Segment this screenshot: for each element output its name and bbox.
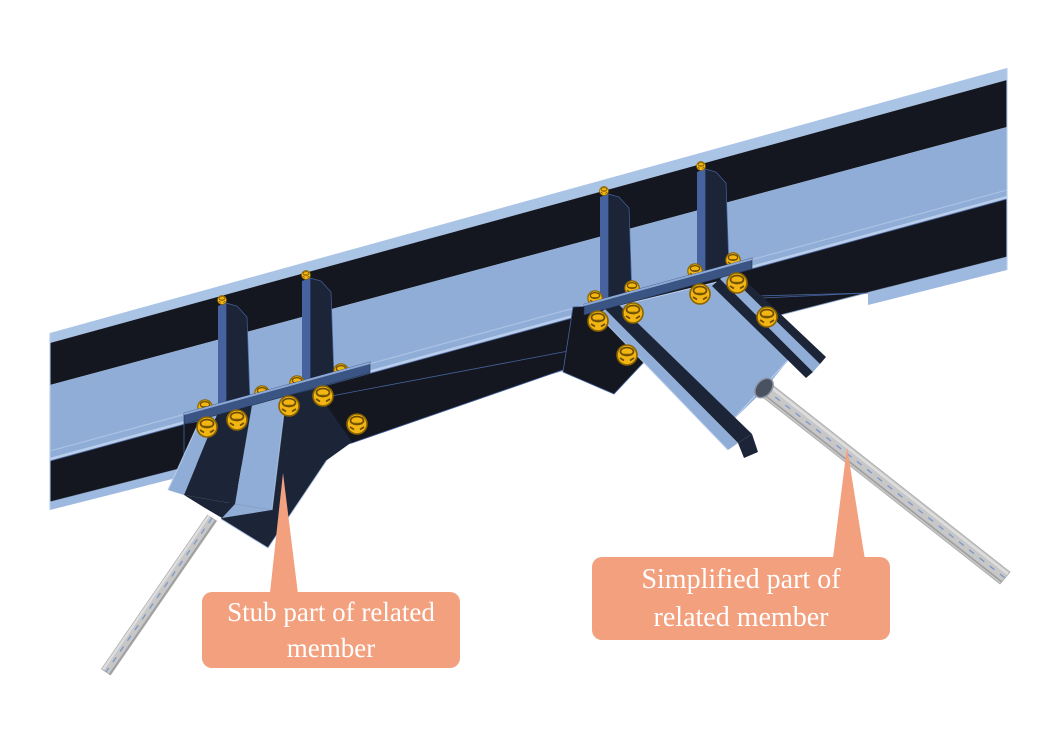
bolt — [689, 283, 711, 305]
stub-end-face — [184, 495, 235, 518]
bolt — [756, 306, 778, 328]
girder-top-flange-shadow — [50, 80, 1007, 385]
stub-web-face — [235, 396, 286, 510]
bolt — [346, 413, 368, 435]
member-centerline — [105, 517, 213, 673]
steel-girder — [49, 68, 1008, 510]
splice-plate-left — [183, 361, 371, 425]
plate-near-flange-edge — [605, 302, 752, 443]
bolt — [312, 385, 334, 407]
bolt — [616, 344, 638, 366]
bolt — [217, 295, 227, 305]
bolt — [599, 186, 609, 196]
callout-pointer-simplified — [832, 447, 866, 566]
callout-stub-label: Stub part of related member — [227, 597, 435, 663]
girder-top-flange-edge — [50, 68, 1007, 343]
stiffener-2 — [302, 277, 335, 383]
callout-pointer-stub — [269, 473, 299, 602]
rod-end-cap — [754, 377, 774, 399]
bolt — [226, 409, 248, 431]
plate-near-flange-tip — [738, 434, 758, 458]
bolt — [696, 161, 706, 171]
callout-stub: Stub part of related member — [202, 592, 460, 668]
bolt — [587, 310, 609, 332]
plate-far-flange-edge — [712, 279, 813, 378]
bolt — [196, 416, 218, 438]
stub-end-face-blue — [222, 504, 272, 518]
plate-near-flange-under — [598, 309, 738, 450]
girder-web — [50, 127, 1007, 458]
bolt — [622, 302, 644, 324]
callout-simplified-label: Simplified part of related member — [641, 563, 841, 633]
splice-plate-right — [583, 257, 753, 316]
rod-member-left — [100, 514, 218, 676]
callout-simplified: Simplified part of related member — [592, 557, 890, 640]
stiffener-1 — [218, 302, 251, 407]
girder-bottom-flange-edge-left — [50, 468, 184, 510]
bolt — [301, 270, 311, 280]
bolt — [726, 272, 748, 294]
rod-member-right — [759, 382, 1011, 585]
bolt — [278, 395, 300, 417]
girder-bottom-flange-edge-right — [868, 257, 1007, 305]
stiffener-3 — [600, 193, 633, 303]
stiffener-4 — [697, 168, 730, 274]
